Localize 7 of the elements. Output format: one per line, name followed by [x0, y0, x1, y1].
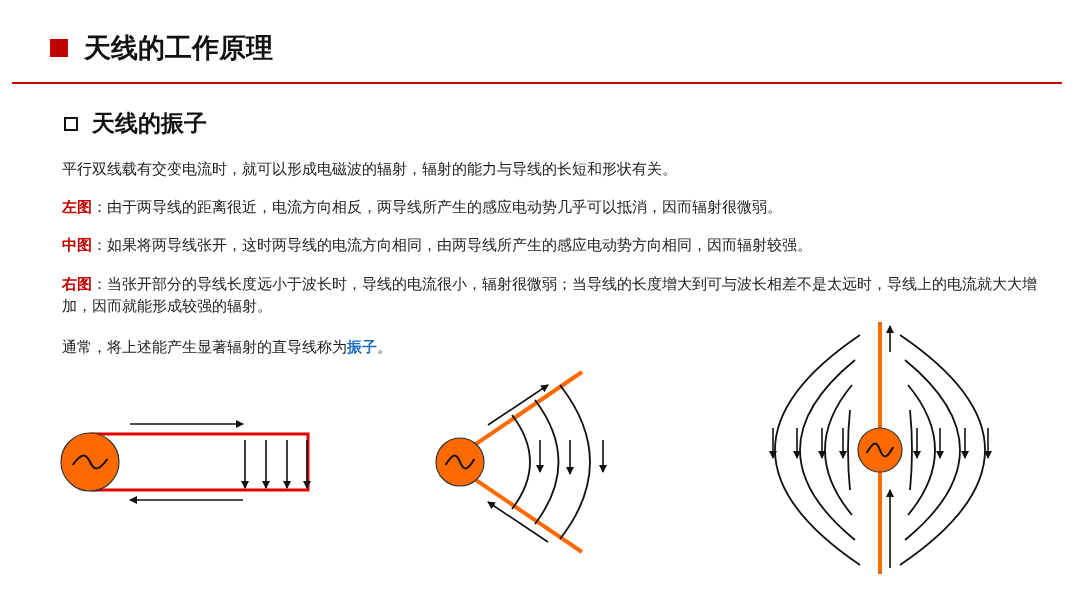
- conclusion-paragraph: 通常，将上述能产生显著辐射的直导线称为振子。: [62, 337, 393, 358]
- section-heading: 天线的振子: [92, 109, 207, 138]
- note-paragraph: 中图：如果将两导线张开，这时两导线的电流方向相同，由两导线所产生的感应电动势方向相同，因而辐射较强。: [62, 235, 813, 256]
- intro-paragraph: 平行双线载有交变电流时，就可以形成电磁波的辐射，辐射的能力与导线的长短和形状有关。: [62, 159, 678, 180]
- note-paragraph: 左图：由于两导线的距离很近，电流方向相反，两导线所产生的感应电动势几乎可以抵消，因而辐射很微弱。: [62, 197, 783, 218]
- note-paragraph: 右图：当张开部分的导线长度远小于波长时，导线的电流很小，辐射很微弱；当导线的长度增大到可与波长相差不是太远时，导线上的电流就大大增加，因而就能形成较强的辐射。: [62, 274, 1038, 317]
- slide-title: 天线的工作原理: [84, 31, 273, 65]
